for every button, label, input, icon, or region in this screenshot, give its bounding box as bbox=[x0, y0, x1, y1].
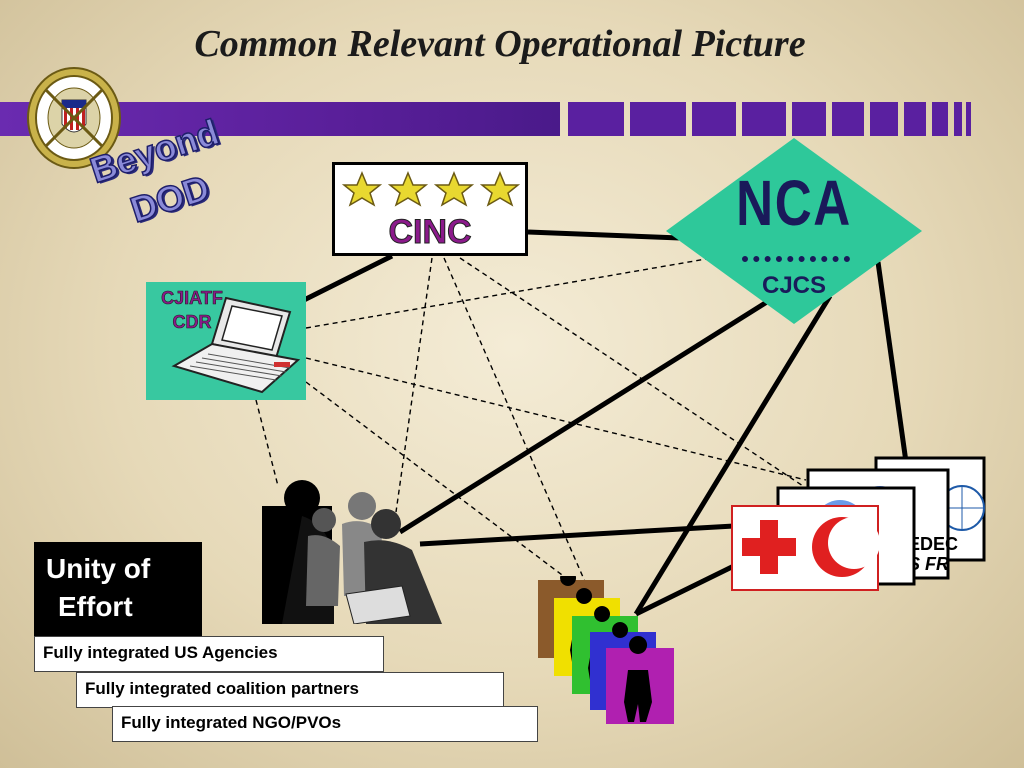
header-bar-block bbox=[904, 102, 926, 136]
header-bar-block bbox=[692, 102, 736, 136]
cinc-label: CINC bbox=[388, 213, 472, 252]
link-people-ngo bbox=[419, 523, 735, 547]
dashed-cjiatf-nca bbox=[305, 257, 713, 329]
star-icon bbox=[479, 171, 521, 207]
label-ngo: Fully integrated NGO/PVOs bbox=[112, 706, 538, 742]
star-icon bbox=[387, 171, 429, 207]
label-us-agencies: Fully integrated US Agencies bbox=[34, 636, 384, 672]
dashed-cinc-ngo bbox=[459, 257, 807, 489]
header-bar-block bbox=[966, 102, 971, 136]
nca-label: NCA bbox=[736, 167, 852, 239]
link-cinc-nca bbox=[527, 229, 681, 241]
star-icon bbox=[433, 171, 475, 207]
meeting-people-icon bbox=[262, 480, 442, 624]
header-bar-block bbox=[954, 102, 962, 136]
cdr-text: CDR bbox=[172, 312, 212, 333]
cjcs-label: CJCS bbox=[761, 272, 827, 299]
header-bar-block bbox=[568, 102, 624, 136]
link-nca-ngo bbox=[875, 261, 909, 463]
slide-title: Common Relevant Operational Picture bbox=[194, 23, 806, 65]
cinc-node: CINC bbox=[332, 162, 528, 256]
header-bar-block bbox=[742, 102, 786, 136]
unity-line-2: Effort bbox=[58, 591, 133, 622]
link-soldiers-ngo bbox=[634, 559, 744, 617]
ngo-fragment-2: S FR bbox=[908, 554, 949, 574]
ngo-fragment-1: EDEC bbox=[908, 534, 958, 554]
nca-divider bbox=[742, 256, 850, 268]
link-nca-people bbox=[398, 297, 772, 535]
cjiatf-node: CJIATF CDR bbox=[146, 282, 306, 400]
red-crescent-icon bbox=[812, 517, 880, 577]
ngo-pvo-logos: EDEC S FR und bbox=[731, 456, 986, 591]
header-bar-block bbox=[792, 102, 826, 136]
header-bar-block bbox=[870, 102, 898, 136]
header-bar-block bbox=[932, 102, 948, 136]
unity-of-effort-box: Unity of Effort bbox=[34, 542, 202, 636]
label-coalition: Fully integrated coalition partners bbox=[76, 672, 504, 708]
dashed-cjiatf-ngo bbox=[305, 357, 807, 481]
four-stars bbox=[341, 171, 521, 207]
cjiatf-label: CJIATF CDR bbox=[146, 286, 238, 334]
header-bar-block bbox=[630, 102, 686, 136]
unity-line-1: Unity of bbox=[46, 553, 151, 584]
header-bar-block bbox=[832, 102, 864, 136]
nca-diamond bbox=[666, 138, 922, 324]
dashed-cinc-people bbox=[395, 257, 433, 513]
soldier-card bbox=[606, 636, 674, 724]
red-cross-icon bbox=[742, 520, 796, 574]
coalition-soldiers-icon bbox=[538, 576, 674, 724]
cjiatf-text: CJIATF bbox=[161, 288, 223, 309]
dashed-cjiatf-soldiers bbox=[305, 381, 575, 585]
nca-node: NCA CJCS bbox=[666, 138, 922, 324]
star-icon bbox=[341, 171, 383, 207]
jcs-seal-icon bbox=[27, 67, 121, 169]
dashed-cjiatf-people bbox=[255, 399, 279, 487]
link-cinc-cjiatf bbox=[298, 253, 394, 305]
link-nca-soldiers bbox=[633, 294, 833, 616]
laptop-icon bbox=[171, 296, 301, 394]
soldier-icon bbox=[624, 636, 652, 722]
